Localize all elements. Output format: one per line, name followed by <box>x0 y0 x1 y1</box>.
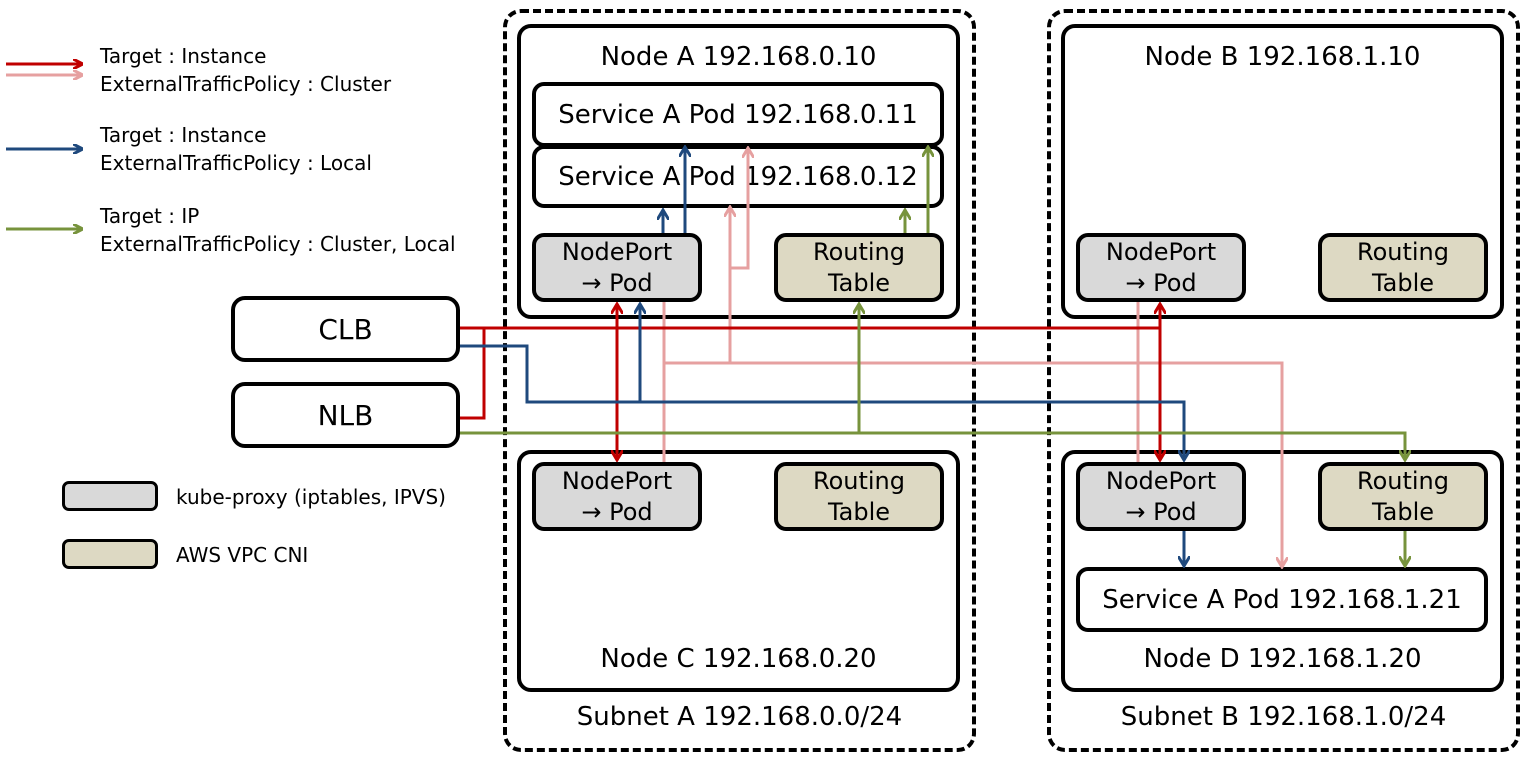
legend-item-cluster: Target : Instance ExternalTrafficPolicy … <box>100 42 391 98</box>
legend-item-ip: Target : IP ExternalTrafficPolicy : Clus… <box>100 202 456 258</box>
node-b-nodeport: NodePort → Pod <box>1076 233 1246 302</box>
subnet-a <box>503 9 976 752</box>
legend-item-local: Target : Instance ExternalTrafficPolicy … <box>100 121 372 177</box>
pink-flow-node-c-to-node-d-pod <box>662 361 1282 567</box>
nlb-box: NLB <box>231 382 460 448</box>
kube-proxy-legend-label: kube-proxy (iptables, IPVS) <box>176 485 446 509</box>
node-a-pod-2-label: Service A Pod 192.168.0.12 <box>558 161 918 192</box>
subnet-b-label: Subnet B 192.168.1.0/24 <box>1120 702 1447 732</box>
nlb-label: NLB <box>317 398 374 432</box>
subnet-a-label: Subnet A 192.168.0.0/24 <box>576 702 903 732</box>
pink-flow-node-a-to-pod <box>662 207 730 365</box>
subnet-b <box>1047 9 1520 752</box>
node-c-nodeport-line1: NodePort <box>561 466 673 495</box>
red-flow-nlb <box>460 328 486 420</box>
node-a-pod-1-label: Service A Pod 192.168.0.11 <box>558 99 918 130</box>
node-b-nodeport-line2: → Pod <box>1125 268 1197 297</box>
vpc-cni-swatch <box>62 539 158 569</box>
node-b-routing-line1: Routing <box>1356 237 1449 266</box>
node-c-routing-table: Routing Table <box>774 462 944 531</box>
node-a-pod-2: Service A Pod 192.168.0.12 <box>532 145 944 208</box>
node-a-routing-line1: Routing <box>812 237 905 266</box>
kube-proxy-swatch <box>62 481 158 511</box>
node-c-routing-line1: Routing <box>812 466 905 495</box>
pink-flow-node-a-to-pod-2 <box>730 148 748 270</box>
legend-local-target: Target : Instance <box>100 123 267 147</box>
node-a-nodeport-line2: → Pod <box>581 268 653 297</box>
clb-box: CLB <box>231 296 460 362</box>
node-b-title: Node B 192.168.1.10 <box>1144 42 1421 72</box>
legend-cluster-policy: ExternalTrafficPolicy : Cluster <box>100 72 392 96</box>
node-d-nodeport: NodePort → Pod <box>1076 462 1246 531</box>
legend-ip-target: Target : IP <box>100 204 200 228</box>
node-d-routing-table: Routing Table <box>1318 462 1488 531</box>
node-b-routing-line2: Table <box>1371 268 1435 297</box>
node-b-nodeport-line1: NodePort <box>1105 237 1217 266</box>
node-c-nodeport-line2: → Pod <box>581 497 653 526</box>
node-d-pod-1-label: Service A Pod 192.168.1.21 <box>1102 584 1462 615</box>
blue-flow-clb <box>460 344 1184 460</box>
legend-cluster-target: Target : Instance <box>100 44 267 68</box>
node-c-title: Node C 192.168.0.20 <box>600 644 877 674</box>
node-c-routing-line2: Table <box>827 497 891 526</box>
node-a-nodeport: NodePort → Pod <box>532 233 702 302</box>
node-c-nodeport: NodePort → Pod <box>532 462 702 531</box>
node-a-title: Node A 192.168.0.10 <box>600 42 877 72</box>
legend-ip-policy: ExternalTrafficPolicy : Cluster, Local <box>100 232 456 256</box>
node-d-title: Node D 192.168.1.20 <box>1143 644 1422 674</box>
legend-local-policy: ExternalTrafficPolicy : Local <box>100 151 372 175</box>
clb-label: CLB <box>318 312 373 346</box>
node-d-routing-line2: Table <box>1371 497 1435 526</box>
node-a-routing-line2: Table <box>827 268 891 297</box>
node-d-nodeport-line2: → Pod <box>1125 497 1197 526</box>
node-b-routing-table: Routing Table <box>1318 233 1488 302</box>
red-flow-clb <box>460 304 1160 330</box>
node-a-nodeport-line1: NodePort <box>561 237 673 266</box>
vpc-cni-legend-label: AWS VPC CNI <box>176 543 309 567</box>
green-flow-nlb <box>460 431 1405 460</box>
node-d-nodeport-line1: NodePort <box>1105 466 1217 495</box>
node-d-pod-1: Service A Pod 192.168.1.21 <box>1076 567 1488 632</box>
node-d-routing-line1: Routing <box>1356 466 1449 495</box>
node-a-routing-table: Routing Table <box>774 233 944 302</box>
